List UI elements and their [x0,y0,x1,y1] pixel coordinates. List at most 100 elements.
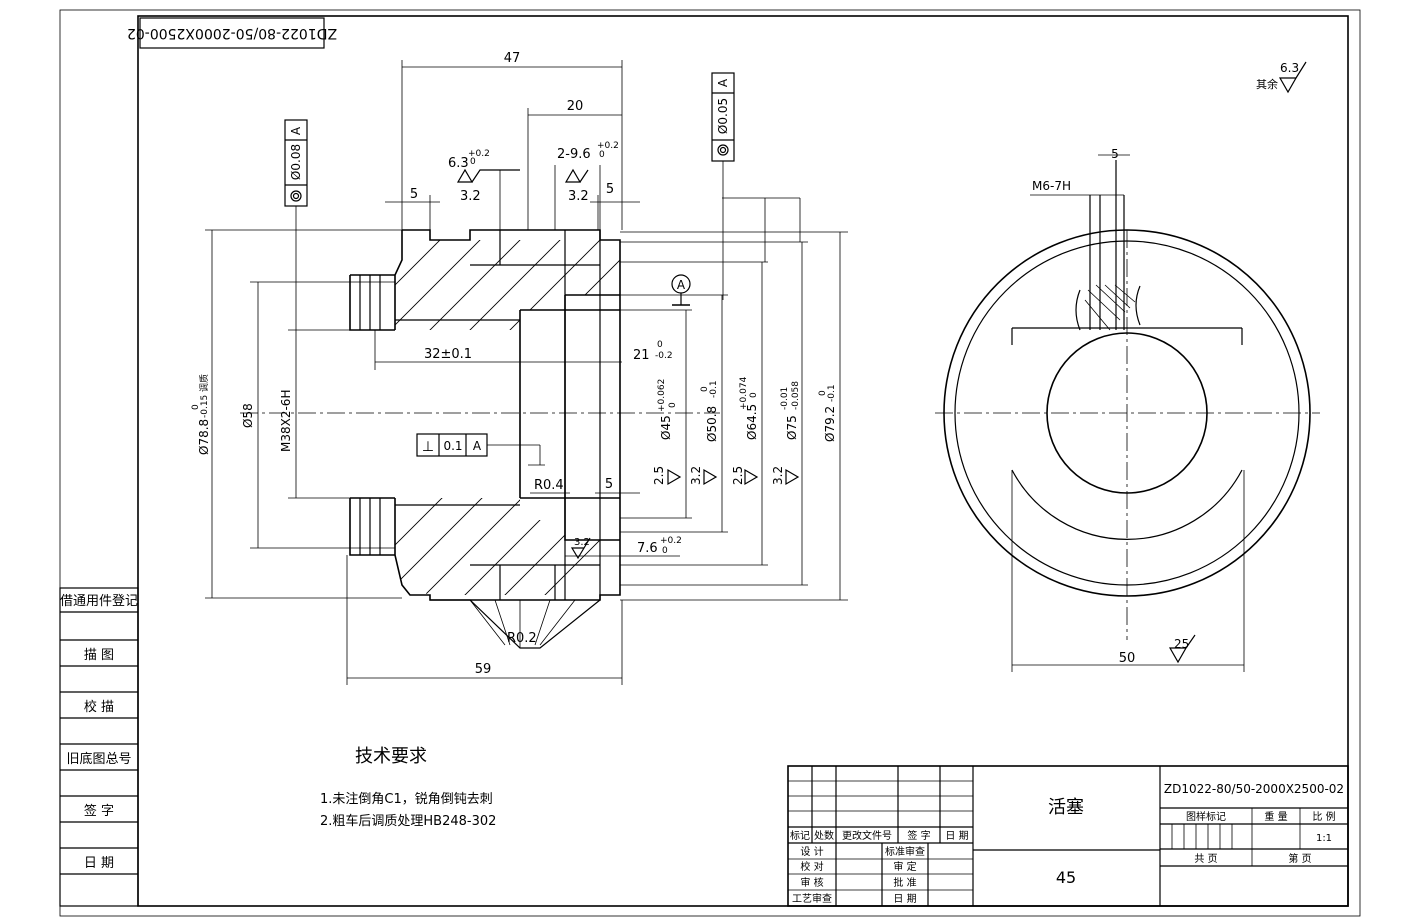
svg-text:Ø78.8: Ø78.8 [197,419,211,455]
svg-text:Ø58: Ø58 [241,403,255,428]
dim-dia-792: Ø79.2 -0.1 0 [620,231,848,601]
svg-text:工艺审查: 工艺审查 [792,892,832,905]
svg-text:-0.058: -0.058 [791,381,801,410]
dim-76: 7.6 +0.2 0 3.2 [565,536,682,560]
svg-text:0: 0 [700,386,710,392]
svg-text:审 核: 审 核 [800,876,823,889]
svg-text:Ø75: Ø75 [785,415,799,440]
svg-text:20: 20 [567,99,584,114]
svg-text:标记: 标记 [790,830,810,842]
drawing-number: ZD1022-80/50-2000X2500-02 [1164,782,1344,796]
svg-text:3.2: 3.2 [568,189,589,204]
inner-border [137,15,1349,907]
svg-text:批 准: 批 准 [893,876,916,889]
dim-32: 32±0.1 [374,330,520,370]
datum-a: A [671,274,691,306]
svg-text:0: 0 [818,390,828,396]
svg-text:第 页: 第 页 [1288,852,1311,865]
hatch-bottom [395,498,620,595]
svg-text:0: 0 [668,402,678,408]
svg-text:A: A [677,278,686,292]
tech-title: 技术要求 [355,746,427,767]
svg-text:0.1: 0.1 [443,439,462,453]
coax-right-frame: A Ø0.05 [711,72,735,300]
svg-text:日 期: 日 期 [893,893,916,905]
dim-dia-75: Ø75 -0.01 -0.058 3.2 [620,197,808,586]
svg-text:调质: 调质 [198,374,210,392]
svg-text:签 字: 签 字 [907,829,930,842]
svg-text:-0.2: -0.2 [655,351,673,361]
svg-text:0: 0 [470,157,476,167]
dim-dia-645: Ø64.5 +0.074 0 2.5 [620,261,768,566]
r04-dim: R0.4 [530,478,570,494]
svg-text:设 计: 设 计 [800,845,823,858]
dim-59: 59 [346,555,623,685]
svg-text:图样标记: 图样标记 [1186,810,1226,823]
panel-label-4: 签 字 [84,803,114,819]
panel-label-3: 旧底图总号 [66,751,131,767]
dim-5-bottom: 5 [595,477,640,494]
dim-50: 50 25 [1011,470,1245,672]
svg-text:5: 5 [410,187,418,202]
inverted-code-text: ZD1022-80/50-2000X2500-02 [127,25,337,41]
dim-thread: M38X2-6H [279,329,395,499]
section-view: R0.2 47 20 5 5 6.3 +0.2 0 [191,51,848,685]
svg-text:Ø0.05: Ø0.05 [716,98,730,134]
svg-text:0: 0 [599,150,605,160]
m6-hole: 5 M6-7H [1030,147,1141,331]
panel-label-1: 描 图 [84,648,114,663]
svg-text:1:1: 1:1 [1316,833,1332,844]
svg-text:2-9.6: 2-9.6 [557,147,591,162]
svg-text:+0.2: +0.2 [660,536,682,546]
panel-label-0: 借通用件登记 [60,594,138,609]
svg-text:6.3: 6.3 [448,156,469,171]
svg-text:M38X2-6H: M38X2-6H [279,390,293,452]
svg-text:0: 0 [662,546,668,556]
svg-text:处数: 处数 [814,829,834,842]
part-name: 活塞 [1048,797,1084,818]
svg-text:59: 59 [475,662,492,677]
dim-dia-788: Ø78.8 -0.15 0 调质 [191,229,402,599]
dim-5-top-right: 5 [590,182,640,230]
side-view: 5 M6-7H 50 25 [935,147,1320,672]
dim-dia-58: Ø58 [241,281,395,549]
panel-label-2: 校 描 [84,699,114,715]
svg-text:标准审查: 标准审查 [885,845,925,858]
svg-text:5: 5 [606,182,614,197]
svg-text:共 页: 共 页 [1194,853,1217,865]
svg-text:更改文件号: 更改文件号 [842,829,892,842]
svg-text:审 定: 审 定 [893,860,916,873]
svg-text:Ø0.08: Ø0.08 [289,144,303,180]
tech-item-2: 2.粗车后调质处理HB248-302 [320,813,496,829]
hatch-top [395,230,620,330]
svg-text:+0.062: +0.062 [657,379,667,412]
svg-text:-0.15: -0.15 [200,395,210,418]
svg-text:其余: 其余 [1256,77,1278,91]
svg-text:A: A [289,126,303,135]
coax-left-frame: A Ø0.08 [284,119,308,330]
svg-text:-0.1: -0.1 [827,384,837,402]
svg-text:重 量: 重 量 [1264,810,1287,823]
dim-21: 21 0 -0.2 [520,340,673,363]
svg-text:M6-7H: M6-7H [1032,179,1071,193]
dim-20: 20 [527,99,622,230]
svg-text:6.3: 6.3 [1280,61,1299,75]
inverted-code-box: ZD1022-80/50-2000X2500-02 [127,17,337,49]
svg-text:校 对: 校 对 [800,860,823,873]
svg-text:21: 21 [633,348,650,363]
outer-border [59,9,1361,917]
svg-text:Ø45: Ø45 [659,415,673,440]
dim-5-top-left: 5 [385,187,440,230]
r02-label: R0.2 [507,631,537,646]
svg-text:比 例: 比 例 [1312,810,1335,823]
svg-text:+0.074: +0.074 [739,376,749,410]
svg-text:7.6: 7.6 [637,541,658,556]
svg-text:0: 0 [749,392,759,398]
svg-text:2.5: 2.5 [652,466,666,485]
svg-text:Ø79.2: Ø79.2 [823,406,837,442]
dim-47: 47 [401,51,623,230]
svg-text:3.2: 3.2 [574,537,590,548]
svg-text:3.2: 3.2 [460,189,481,204]
svg-text:R0.4: R0.4 [534,478,564,493]
